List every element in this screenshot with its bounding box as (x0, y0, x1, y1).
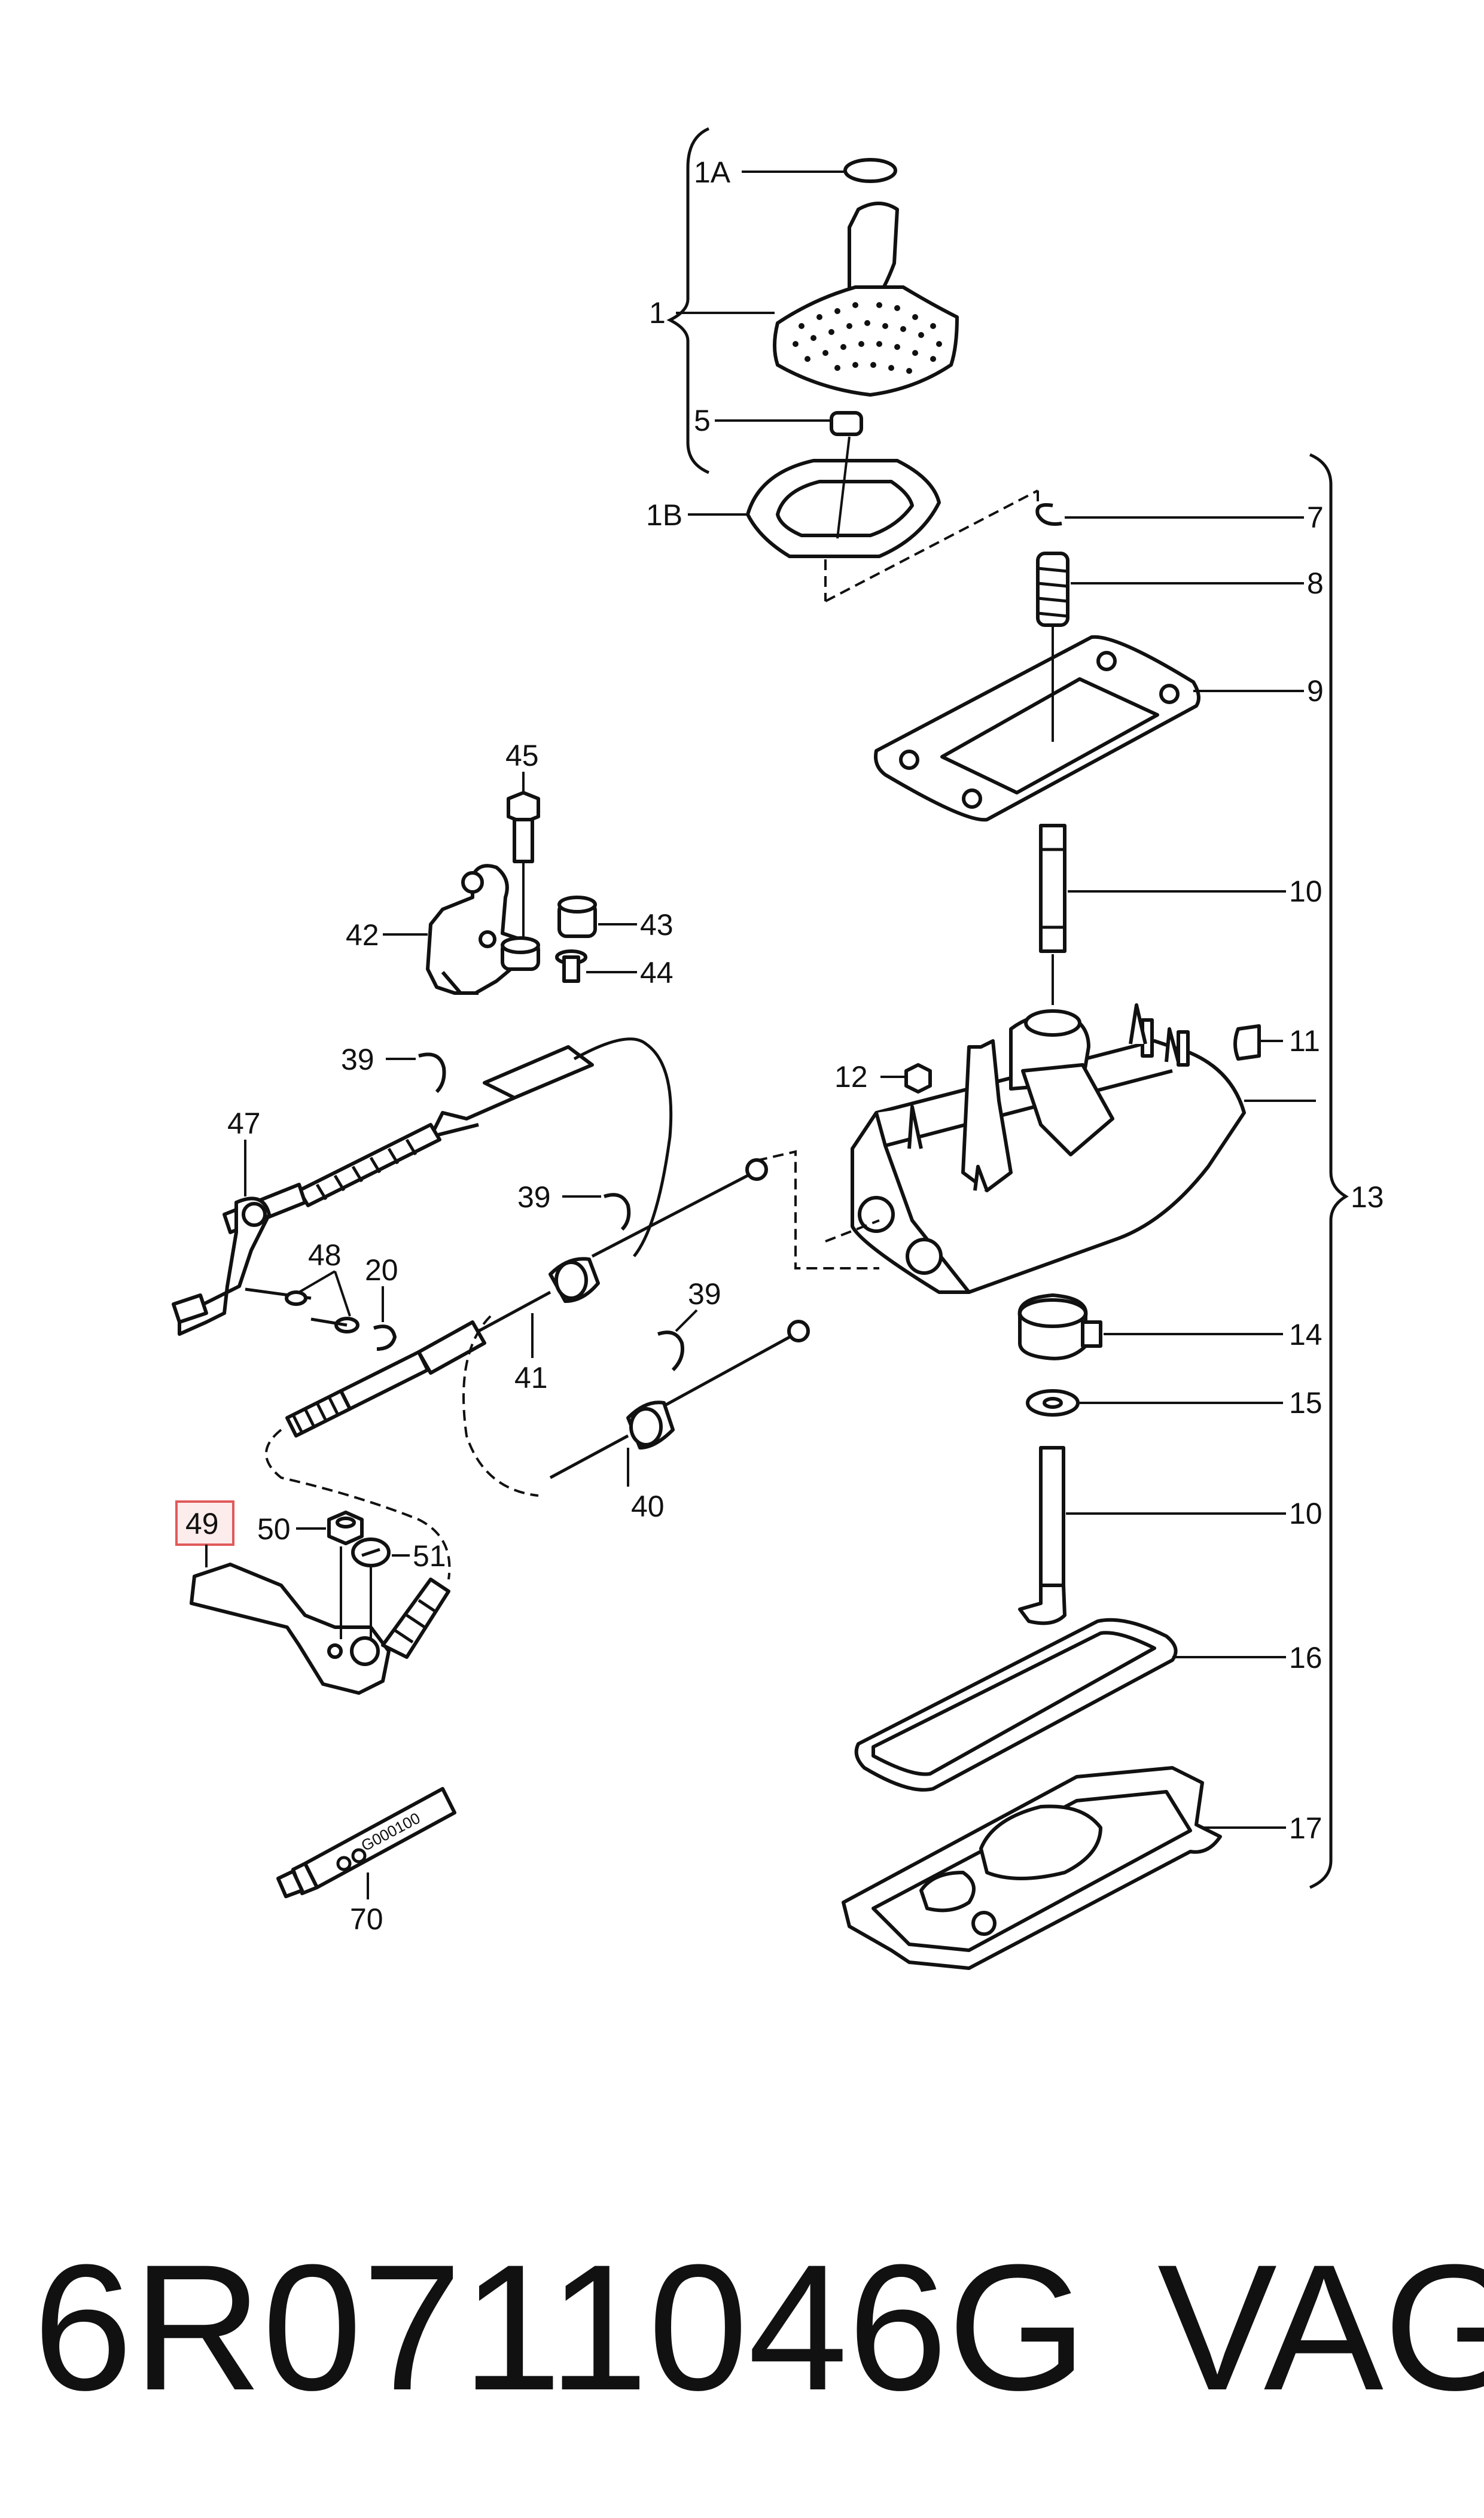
clip-7 (1035, 503, 1062, 526)
label-11: 11 (1289, 1024, 1320, 1058)
bolt-45 (507, 791, 540, 863)
highlight-box-49 (176, 1502, 233, 1545)
label-49: 49 (185, 1507, 219, 1540)
shift-rod-10 (1039, 824, 1066, 953)
part-number: 6R0711046G (33, 2227, 1087, 2428)
trim-frame-1B (746, 459, 941, 558)
bracket-42 (426, 864, 522, 995)
shift-housing-13 (851, 1003, 1246, 1294)
label-17: 17 (1289, 1811, 1323, 1845)
label-50: 50 (257, 1512, 291, 1546)
cable-47 (172, 1037, 673, 1336)
gasket-16 (854, 1618, 1178, 1792)
label-1: 1 (649, 296, 666, 330)
cable-41 (265, 1158, 768, 1580)
clip-39-upper (418, 1052, 446, 1094)
bracket-1 (666, 127, 710, 474)
nut-12 (904, 1063, 932, 1094)
label-70: 70 (350, 1902, 383, 1936)
label-14: 14 (1289, 1318, 1323, 1351)
cap-51 (351, 1537, 391, 1567)
label-45: 45 (505, 739, 539, 772)
clip-20 (373, 1325, 397, 1351)
bracket-13 (1309, 453, 1349, 1889)
label-43: 43 (640, 908, 674, 942)
label-42: 42 (346, 918, 379, 952)
spring-8 (1036, 552, 1069, 627)
label-47: 47 (227, 1107, 261, 1140)
label-8: 8 (1307, 567, 1324, 600)
label-39-upper: 39 (341, 1043, 374, 1076)
footer: 6R0711046G VAG (33, 2213, 1484, 2441)
label-5: 5 (694, 404, 711, 437)
nut-50 (327, 1511, 364, 1545)
label-51: 51 (413, 1539, 446, 1573)
label-48: 48 (308, 1238, 342, 1272)
pin-48 (245, 1287, 359, 1333)
exploded-parts-diagram: 1A 1 5 1B 13 7 (172, 127, 1384, 1970)
label-10-bottom: 10 (1289, 1497, 1323, 1530)
cable-end-49 (381, 1578, 450, 1659)
emblem-1A (843, 158, 897, 183)
shift-rod-10-lower (1018, 1446, 1066, 1625)
bushing-14 (1017, 1293, 1102, 1360)
base-plate-17 (842, 1766, 1222, 1970)
label-1A: 1A (694, 156, 731, 189)
label-12: 12 (834, 1060, 868, 1094)
grease-tube-70: G000100 (276, 1787, 456, 1898)
label-15: 15 (1289, 1386, 1323, 1420)
label-40: 40 (631, 1490, 665, 1523)
grommet-43 (501, 896, 597, 971)
label-41: 41 (514, 1361, 548, 1395)
plate-9 (874, 635, 1200, 822)
label-39-lower: 39 (688, 1277, 721, 1311)
label-16: 16 (1289, 1641, 1323, 1674)
label-20: 20 (365, 1253, 398, 1287)
label-44: 44 (640, 956, 674, 989)
clip-39-middle (604, 1193, 631, 1231)
label-7: 7 (1307, 501, 1324, 534)
clip-39-lower (657, 1330, 684, 1372)
label-10-top: 10 (1289, 875, 1323, 908)
highlight-border-49 (175, 1500, 234, 1546)
sleeve-44 (555, 949, 587, 983)
label-9: 9 (1307, 674, 1324, 708)
label-13: 13 (1351, 1180, 1384, 1214)
cable-40 (549, 1320, 810, 1479)
gear-knob (773, 202, 959, 397)
lever-49 (190, 1563, 391, 1695)
clip-11 (1233, 1024, 1261, 1061)
clamp-ring-5 (830, 411, 863, 436)
brand-name: VAG (1157, 2227, 1484, 2428)
label-39-middle: 39 (517, 1180, 551, 1214)
label-1B: 1B (646, 498, 682, 532)
